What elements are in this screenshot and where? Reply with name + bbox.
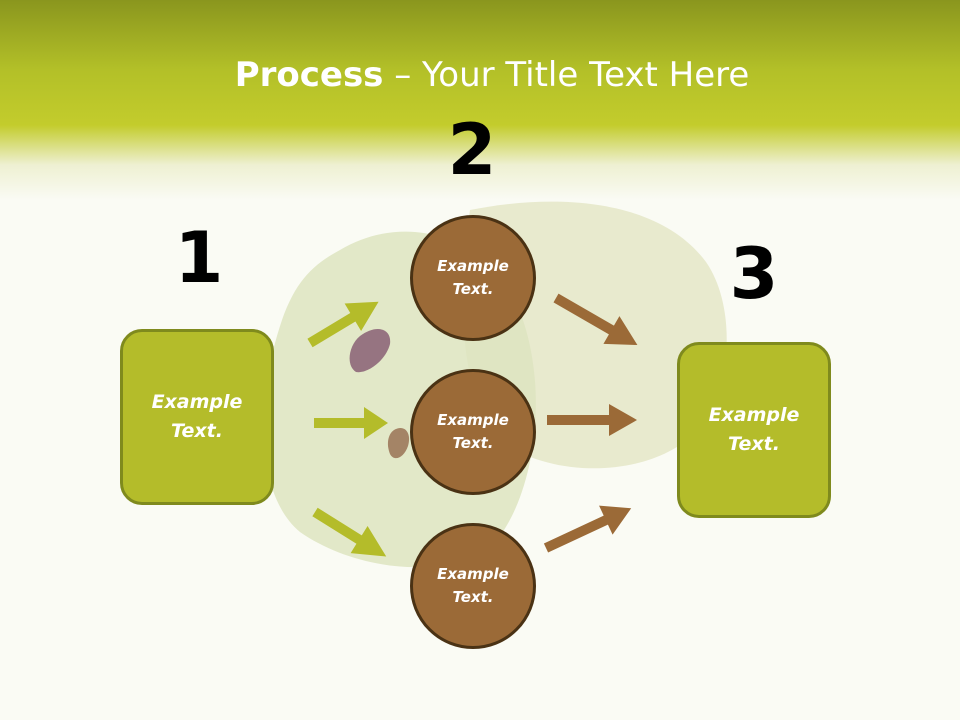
step-1-number: 1 (174, 217, 224, 299)
step-2-circle-middle: Example Text. (410, 369, 536, 495)
step-2-item-2: Example Text. (437, 411, 509, 452)
slide-title: Process – Your Title Text Here (0, 52, 960, 98)
arrow-brown-down (553, 293, 638, 345)
header-band (0, 0, 960, 200)
step-3-box: Example Text. (677, 342, 831, 518)
step-2-circle-top: Example Text. (410, 215, 536, 341)
arrow-brown-up (543, 505, 632, 553)
title-bold: Process (234, 55, 384, 95)
step-1-label: Example Text. (151, 391, 243, 442)
step-2-circle-bottom: Example Text. (410, 523, 536, 649)
step-2-item-3: Example Text. (437, 565, 509, 606)
step-3-label: Example Text. (708, 404, 800, 455)
arrow-green-up (307, 301, 379, 348)
step-2-number: 2 (447, 109, 497, 191)
arrow-green-down (312, 507, 387, 557)
arrow-brown-right (547, 404, 637, 436)
step-2-item-1: Example Text. (437, 257, 509, 298)
step-3-number: 3 (729, 233, 779, 315)
title-rest: – Your Title Text Here (383, 55, 750, 95)
arrow-green-right (314, 407, 388, 439)
step-1-box: Example Text. (120, 329, 274, 505)
